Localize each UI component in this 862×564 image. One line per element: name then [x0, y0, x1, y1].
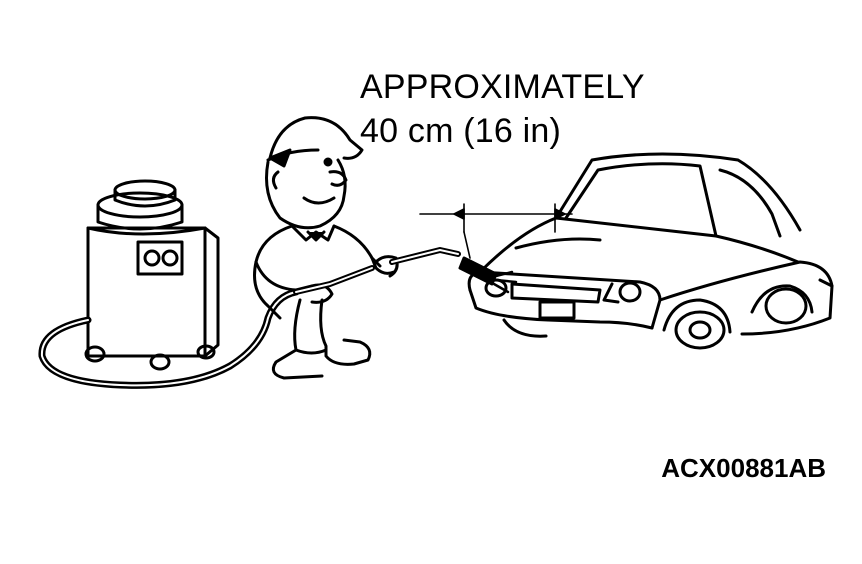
wheel-arch-rear: [752, 286, 812, 312]
car-side: [660, 262, 832, 334]
wheel-1: [86, 347, 104, 361]
gauge-right: [163, 251, 177, 265]
leg-back: [273, 300, 322, 378]
hood-crease: [516, 239, 600, 248]
trouser-fold: [296, 350, 326, 353]
wheel-3: [198, 346, 214, 358]
arm-right: [372, 258, 394, 273]
dim-leader: [464, 232, 470, 258]
wheel-2: [151, 355, 169, 369]
dim-arrow-left: [454, 209, 464, 219]
tank-cap-side: [115, 190, 175, 206]
front-underside: [504, 320, 546, 336]
hose-inner: [42, 292, 296, 385]
headlight-right-trim: [604, 284, 618, 302]
gauge-left: [145, 251, 159, 265]
eye: [325, 159, 331, 165]
wand-grip-hi: [296, 268, 372, 292]
side-window: [720, 170, 780, 236]
wand-lance-hi: [392, 250, 458, 262]
worker-icon: [255, 118, 398, 378]
front-face: [469, 272, 660, 328]
bow-tie: [308, 232, 324, 240]
wheel-rear: [766, 289, 806, 323]
wheel-arch-front: [664, 300, 730, 332]
rear-light: [820, 280, 832, 286]
ear: [273, 172, 278, 188]
hose-outer: [42, 292, 296, 385]
mouth: [304, 198, 334, 203]
headlight-left: [486, 280, 506, 296]
cap-crown: [270, 118, 362, 159]
head-outline: [267, 160, 346, 228]
bumper: [470, 290, 652, 328]
car-icon: [469, 154, 832, 348]
grille: [512, 284, 600, 302]
car-roof: [556, 154, 800, 230]
pressure-washer-icon: [86, 181, 218, 369]
hood: [480, 218, 798, 272]
license-plate: [540, 302, 574, 318]
wheel-front: [676, 312, 724, 348]
leg-front: [321, 300, 370, 364]
machine-top-curve: [88, 228, 205, 234]
hose-icon: [42, 292, 296, 385]
distance-label-line-2: 40 cm (16 in): [360, 112, 562, 150]
machine-body: [88, 228, 218, 356]
cap-patch: [270, 150, 290, 166]
hub-front: [690, 322, 710, 338]
figure-id: ACX00881AB: [661, 453, 826, 483]
nose: [330, 172, 346, 186]
control-panel: [138, 242, 182, 274]
headlight-right: [620, 283, 640, 301]
distance-label-line-1: APPROXIMATELY: [360, 68, 645, 106]
windshield: [566, 164, 716, 236]
arm-left: [256, 262, 312, 290]
